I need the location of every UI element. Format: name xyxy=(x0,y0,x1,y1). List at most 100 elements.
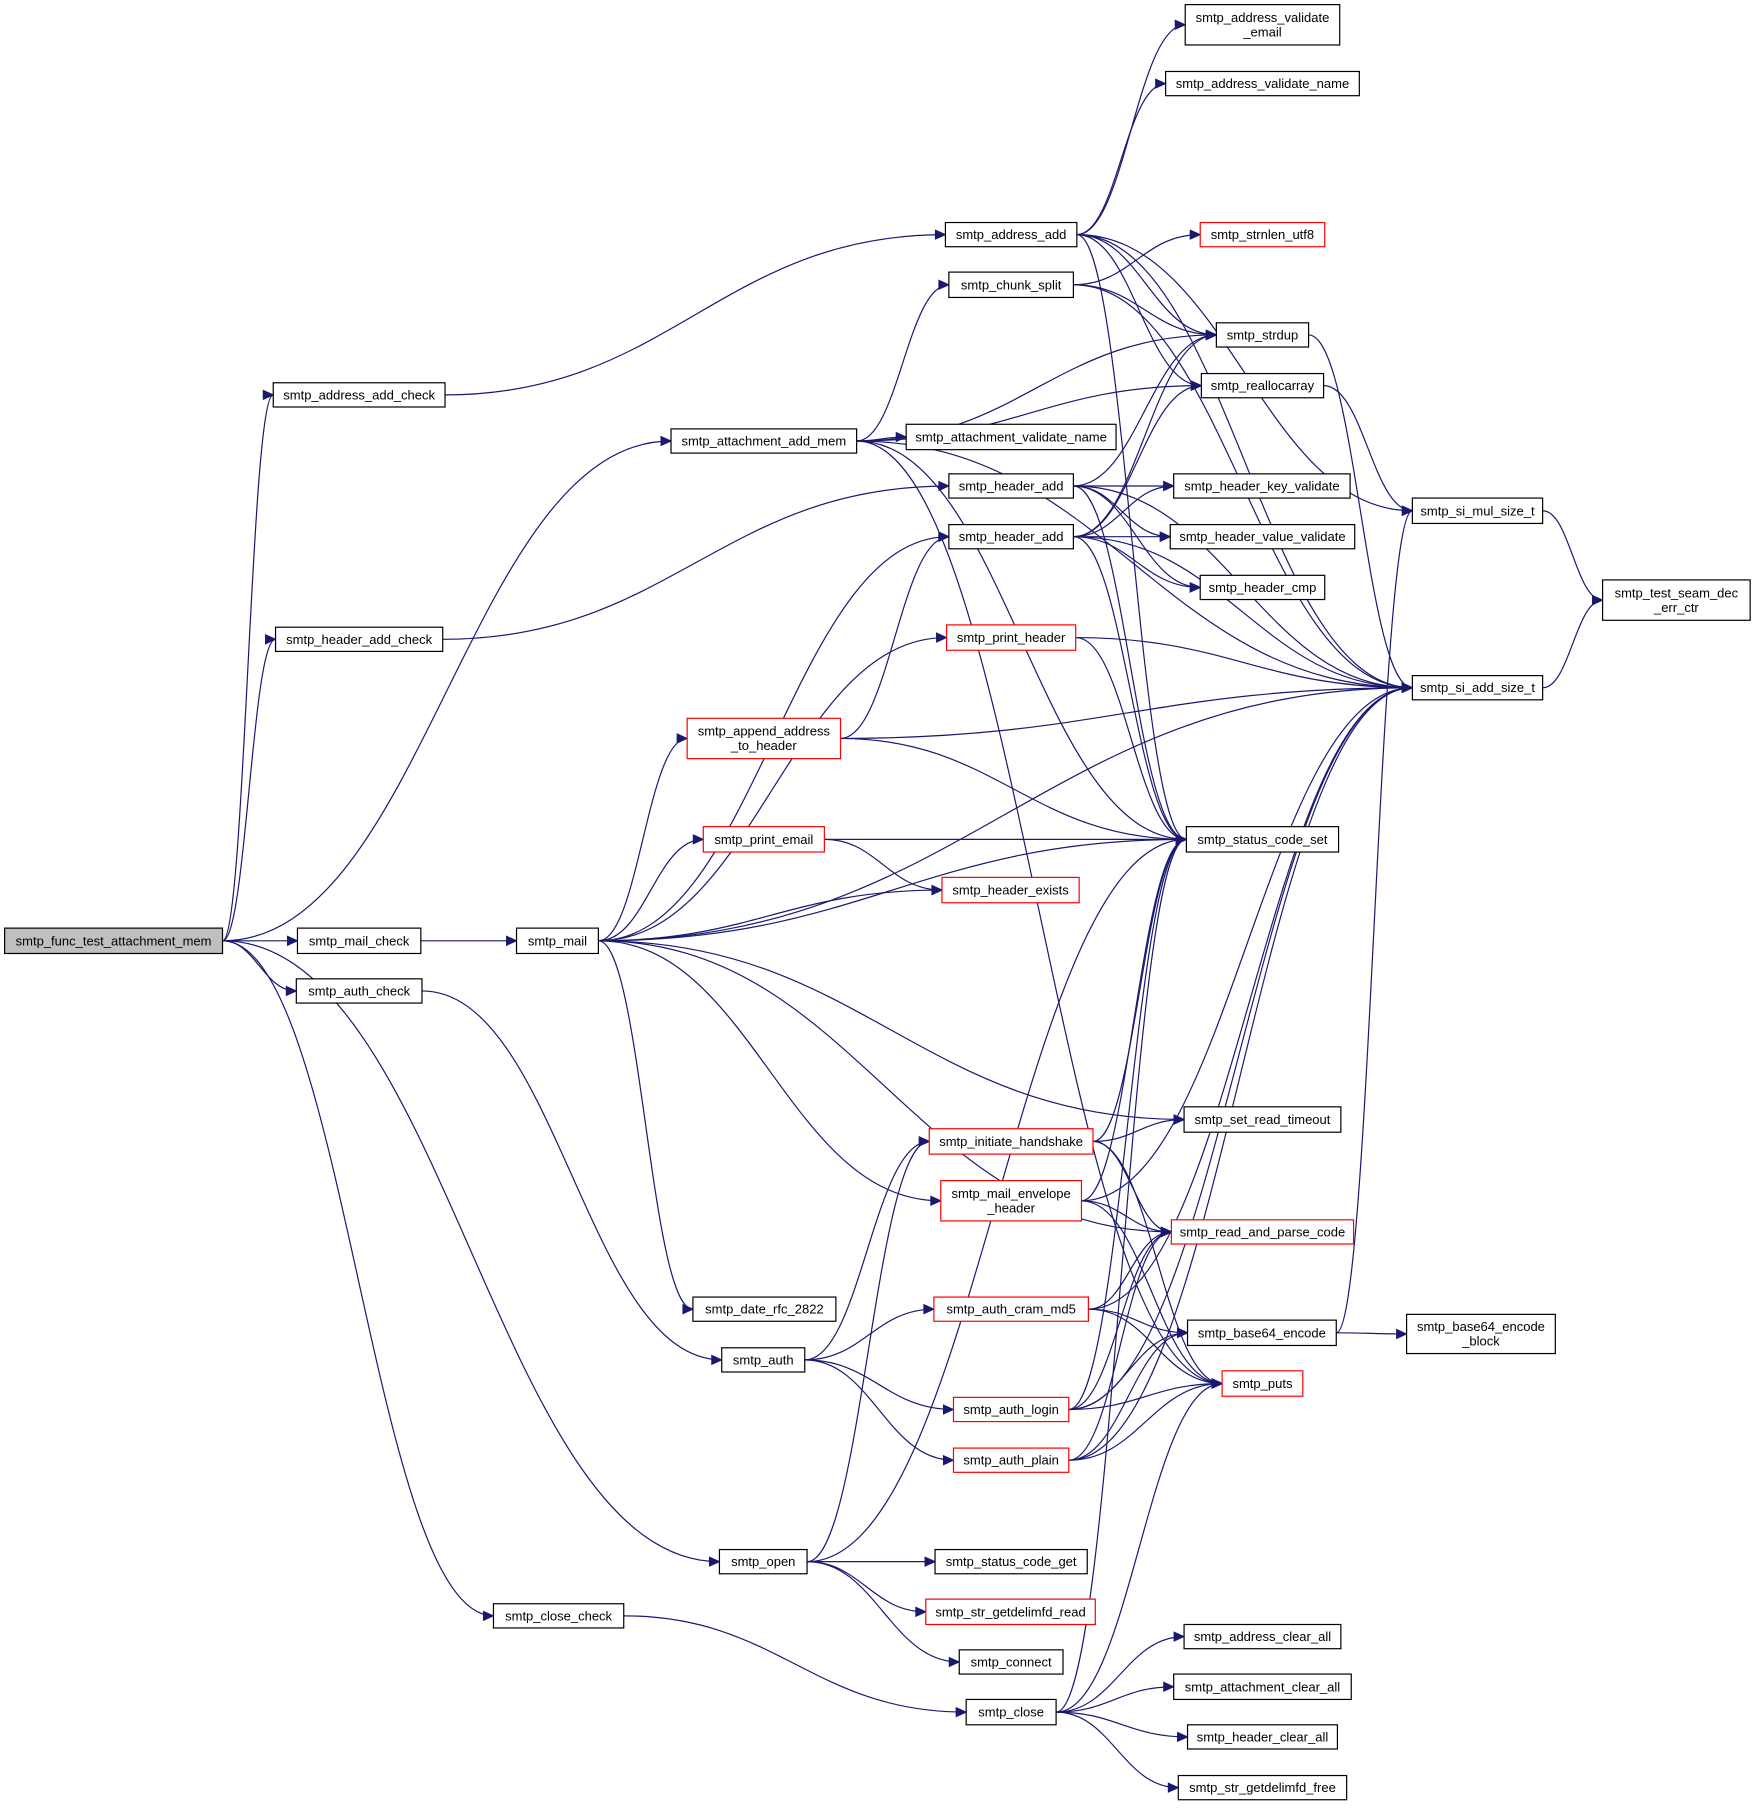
node-header_cmp[interactable]: smtp_header_cmp xyxy=(1199,574,1326,601)
edge-auth-to-auth_plain xyxy=(804,1359,954,1461)
node-open[interactable]: smtp_open xyxy=(718,1548,808,1575)
arrow-root-to-attachment_add_mem xyxy=(660,435,673,447)
node-test_seam[interactable]: smtp_test_seam_dec_err_ctr xyxy=(1601,579,1751,621)
node-read_and_parse[interactable]: smtp_read_and_parse_code xyxy=(1170,1219,1355,1245)
arrow-auth_plain-to-base64_encode xyxy=(1177,1327,1189,1339)
node-chunk_split[interactable]: smtp_chunk_split xyxy=(948,271,1074,299)
edge-header_add2-to-status_code_set xyxy=(1073,536,1187,840)
node-address_add_check[interactable]: smtp_address_add_check xyxy=(272,382,446,408)
edge-attachment_add_mem-to-puts xyxy=(856,440,1223,1385)
edge-address_add-to-si_add xyxy=(1076,234,1413,689)
node-auth_check[interactable]: smtp_auth_check xyxy=(295,978,423,1004)
node-set_read_timeout[interactable]: smtp_set_read_timeout xyxy=(1183,1106,1342,1133)
node-attachment_validate_name[interactable]: smtp_attachment_validate_name xyxy=(905,423,1117,451)
edge-mail-to-status_code_set xyxy=(598,838,1187,942)
node-box-auth xyxy=(721,1347,806,1373)
node-address_add[interactable]: smtp_address_add xyxy=(944,221,1078,248)
node-header_value_validate[interactable]: smtp_header_value_validate xyxy=(1169,523,1356,550)
node-si_mul[interactable]: smtp_si_mul_size_t xyxy=(1411,497,1544,525)
node-date_rfc[interactable]: smtp_date_rfc_2822 xyxy=(692,1296,837,1322)
arrow-auth_plain-to-read_and_parse xyxy=(1160,1226,1173,1238)
node-label-attachment_add_mem-0: smtp_attachment_add_mem xyxy=(681,434,846,449)
node-header_add_check[interactable]: smtp_header_add_check xyxy=(274,626,444,653)
arrow-close_check-to-close xyxy=(955,1706,968,1718)
node-box-status_code_set xyxy=(1185,826,1340,853)
node-mail_envelope[interactable]: smtp_mail_envelope_header xyxy=(940,1180,1083,1222)
arrow-header_add2-to-header_value_validate xyxy=(1159,531,1172,542)
node-box-si_add xyxy=(1411,675,1544,701)
node-label-base64_encode-0: smtp_base64_encode xyxy=(1198,1325,1326,1340)
node-close[interactable]: smtp_close xyxy=(965,1698,1057,1726)
node-initiate_handshake[interactable]: smtp_initiate_handshake xyxy=(928,1128,1094,1155)
node-status_code_set[interactable]: smtp_status_code_set xyxy=(1185,826,1340,853)
node-label-header_cmp-0: smtp_header_cmp xyxy=(1209,580,1317,595)
edge-append_address-to-status_code_set xyxy=(840,737,1187,840)
node-box-mail xyxy=(515,927,599,955)
node-header_key_validate[interactable]: smtp_header_key_validate xyxy=(1173,473,1351,499)
node-si_add[interactable]: smtp_si_add_size_t xyxy=(1411,675,1544,701)
node-box-test_seam xyxy=(1601,579,1751,621)
edge-root-to-close_check xyxy=(222,940,494,1617)
node-str_getdelimfd_read[interactable]: smtp_str_getdelimfd_read xyxy=(925,1598,1096,1626)
node-header_add1[interactable]: smtp_header_add xyxy=(948,473,1074,499)
node-append_address[interactable]: smtp_append_address_to_header xyxy=(686,717,842,760)
arrow-close-to-attachment_clear_all xyxy=(1163,1681,1175,1693)
node-header_exists[interactable]: smtp_header_exists xyxy=(941,876,1080,904)
node-box-connect xyxy=(958,1649,1064,1675)
node-print_header[interactable]: smtp_print_header xyxy=(945,624,1077,651)
node-label-reallocarray-0: smtp_reallocarray xyxy=(1211,378,1315,393)
edge-auth_plain-to-puts xyxy=(1068,1382,1223,1461)
edge-mail-to-mail_envelope xyxy=(598,940,941,1202)
arrow-mail-to-date_rfc xyxy=(682,1303,695,1315)
node-address_clear_all[interactable]: smtp_address_clear_all xyxy=(1183,1623,1342,1650)
arrow-chunk_split-to-strnlen_utf8 xyxy=(1189,229,1202,240)
arrow-root-to-open xyxy=(708,1556,721,1567)
node-address_validate_email[interactable]: smtp_address_validate_email xyxy=(1184,4,1341,46)
node-attachment_clear_all[interactable]: smtp_attachment_clear_all xyxy=(1173,1673,1352,1701)
edge-chunk_split-to-strnlen_utf8 xyxy=(1073,234,1201,286)
edge-reallocarray-to-si_mul xyxy=(1323,385,1413,512)
edge-attachment_add_mem-to-chunk_split xyxy=(856,284,949,442)
arrow-header_add_check-to-header_add1 xyxy=(938,480,951,492)
node-root[interactable]: smtp_func_test_attachment_mem xyxy=(4,927,224,955)
arrow-root-to-close_check xyxy=(482,1610,495,1622)
node-str_getdelimfd_free[interactable]: smtp_str_getdelimfd_free xyxy=(1177,1774,1348,1801)
node-mail_check[interactable]: smtp_mail_check xyxy=(296,927,422,955)
arrow-mail_check-to-mail xyxy=(506,935,518,947)
node-label-status_code_get-0: smtp_status_code_get xyxy=(946,1554,1077,1569)
node-connect[interactable]: smtp_connect xyxy=(958,1649,1064,1675)
node-base64_encode[interactable]: smtp_base64_encode xyxy=(1186,1319,1337,1347)
node-strnlen_utf8[interactable]: smtp_strnlen_utf8 xyxy=(1199,221,1326,248)
node-auth[interactable]: smtp_auth xyxy=(721,1347,806,1373)
node-header_clear_all[interactable]: smtp_header_clear_all xyxy=(1186,1724,1339,1750)
node-label-strnlen_utf8-0: smtp_strnlen_utf8 xyxy=(1211,227,1314,242)
node-base64_block[interactable]: smtp_base64_encode_block xyxy=(1405,1313,1556,1355)
edge-close-to-header_clear_all xyxy=(1056,1711,1188,1738)
node-print_email[interactable]: smtp_print_email xyxy=(702,826,825,853)
node-box-address_validate_email xyxy=(1184,4,1341,46)
node-puts[interactable]: smtp_puts xyxy=(1221,1370,1304,1397)
edge-auth-to-auth_cram xyxy=(804,1308,934,1361)
node-address_validate_name[interactable]: smtp_address_validate_name xyxy=(1165,70,1360,97)
node-auth_login[interactable]: smtp_auth_login xyxy=(952,1396,1070,1423)
arrow-strdup-to-si_add xyxy=(1401,682,1414,694)
node-auth_plain[interactable]: smtp_auth_plain xyxy=(952,1447,1070,1473)
node-header_add2[interactable]: smtp_header_add xyxy=(948,523,1074,550)
node-box-base64_block xyxy=(1405,1313,1556,1355)
node-attachment_add_mem[interactable]: smtp_attachment_add_mem xyxy=(670,428,858,454)
node-mail[interactable]: smtp_mail xyxy=(515,927,599,955)
node-close_check[interactable]: smtp_close_check xyxy=(492,1603,625,1629)
arrow-base64_encode-to-base64_block xyxy=(1396,1328,1408,1340)
node-strdup[interactable]: smtp_strdup xyxy=(1215,322,1310,348)
node-reallocarray[interactable]: smtp_reallocarray xyxy=(1200,372,1325,399)
arrow-attachment_add_mem-to-chunk_split xyxy=(938,279,951,291)
node-box-auth_check xyxy=(295,978,423,1004)
node-auth_cram[interactable]: smtp_auth_cram_md5 xyxy=(933,1296,1089,1322)
edge-header_add_check-to-header_add1 xyxy=(442,485,949,640)
node-label-initiate_handshake-0: smtp_initiate_handshake xyxy=(939,1134,1083,1149)
arrow-base64_encode-to-si_mul xyxy=(1401,505,1414,517)
node-label-header_value_validate-0: smtp_header_value_validate xyxy=(1179,529,1345,544)
edge-auth_check-to-auth xyxy=(421,990,722,1361)
node-status_code_get[interactable]: smtp_status_code_get xyxy=(934,1548,1088,1575)
edge-strdup-to-si_add xyxy=(1308,334,1413,689)
